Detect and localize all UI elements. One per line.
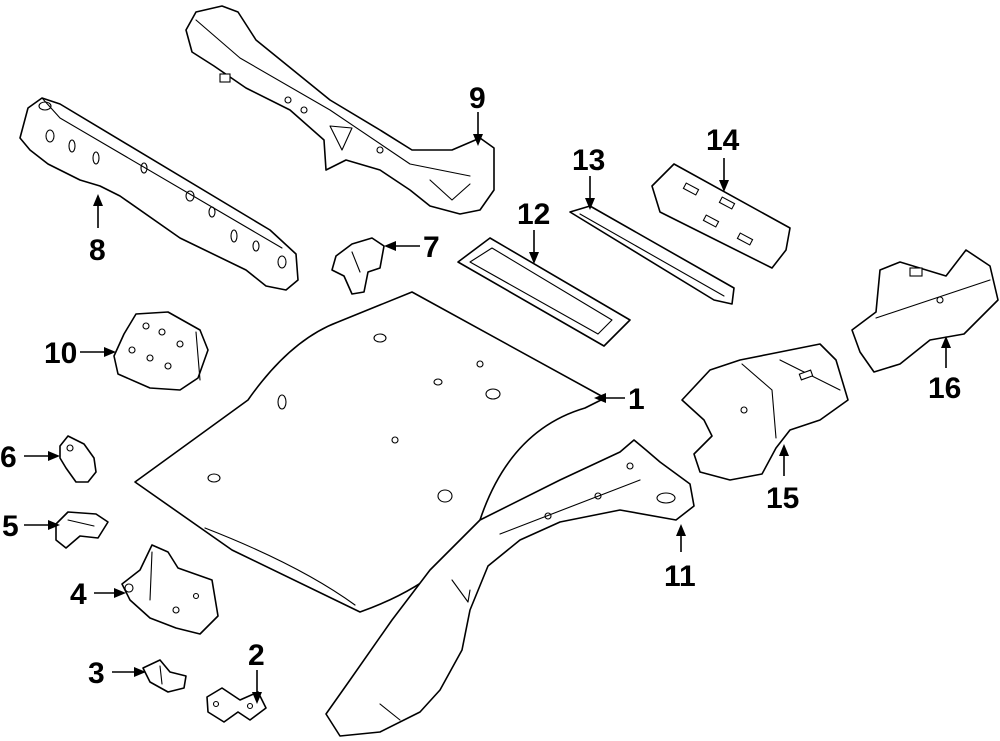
part-12-tray[interactable] xyxy=(457,237,631,347)
part-5-clip[interactable] xyxy=(55,511,109,549)
callout-2[interactable]: 2 xyxy=(248,639,265,704)
callout-15-label: 15 xyxy=(766,482,799,515)
part-3-clip[interactable] xyxy=(142,659,187,693)
callout-8[interactable]: 8 xyxy=(89,194,106,267)
callout-13[interactable]: 13 xyxy=(572,144,605,210)
part-7-bracket[interactable] xyxy=(331,237,385,295)
callout-5[interactable]: 5 xyxy=(2,510,60,543)
callout-6-label: 6 xyxy=(0,441,17,474)
part-15-frame-extension[interactable] xyxy=(681,343,849,481)
part-9-crossmember-assembly[interactable] xyxy=(185,5,495,215)
callout-15[interactable]: 15 xyxy=(766,444,799,515)
callout-9[interactable]: 9 xyxy=(469,82,486,146)
part-8-crossmember[interactable] xyxy=(19,97,299,291)
part-4-panel[interactable] xyxy=(121,544,219,635)
callout-12-label: 12 xyxy=(517,198,550,231)
part-1-floor-pan[interactable] xyxy=(134,291,606,613)
callout-2-label: 2 xyxy=(248,639,265,672)
callout-4[interactable]: 4 xyxy=(70,578,126,611)
callout-16[interactable]: 16 xyxy=(928,336,961,405)
callout-11-label: 11 xyxy=(664,560,696,593)
part-6-gusset[interactable] xyxy=(59,435,97,483)
callout-5-label: 5 xyxy=(2,510,19,543)
part-10-mount-bracket[interactable] xyxy=(113,311,209,391)
callout-3-label: 3 xyxy=(88,657,105,690)
callout-11[interactable]: 11 xyxy=(664,524,696,593)
callout-1[interactable]: 1 xyxy=(594,383,645,416)
callout-13-label: 13 xyxy=(572,144,605,177)
callout-12[interactable]: 12 xyxy=(517,198,550,264)
callout-16-label: 16 xyxy=(928,372,961,405)
part-16-side-extension[interactable] xyxy=(851,249,999,373)
part-13-reinforcement[interactable] xyxy=(569,205,735,305)
part-14-plate[interactable] xyxy=(651,163,791,269)
callout-3[interactable]: 3 xyxy=(88,657,146,690)
callout-7-label: 7 xyxy=(423,231,440,264)
part-11-side-rail[interactable] xyxy=(325,439,695,737)
callout-4-label: 4 xyxy=(70,578,87,611)
callout-10[interactable]: 10 xyxy=(44,337,116,370)
callout-14[interactable]: 14 xyxy=(706,124,740,192)
part-2-bracket[interactable] xyxy=(206,687,267,723)
callout-1-label: 1 xyxy=(628,383,645,416)
callout-8-label: 8 xyxy=(89,234,106,267)
callout-10-label: 10 xyxy=(44,337,77,370)
callout-6[interactable]: 6 xyxy=(0,441,60,474)
callout-7[interactable]: 7 xyxy=(384,231,440,264)
callout-9-label: 9 xyxy=(469,82,486,115)
callout-14-label: 14 xyxy=(706,124,740,157)
